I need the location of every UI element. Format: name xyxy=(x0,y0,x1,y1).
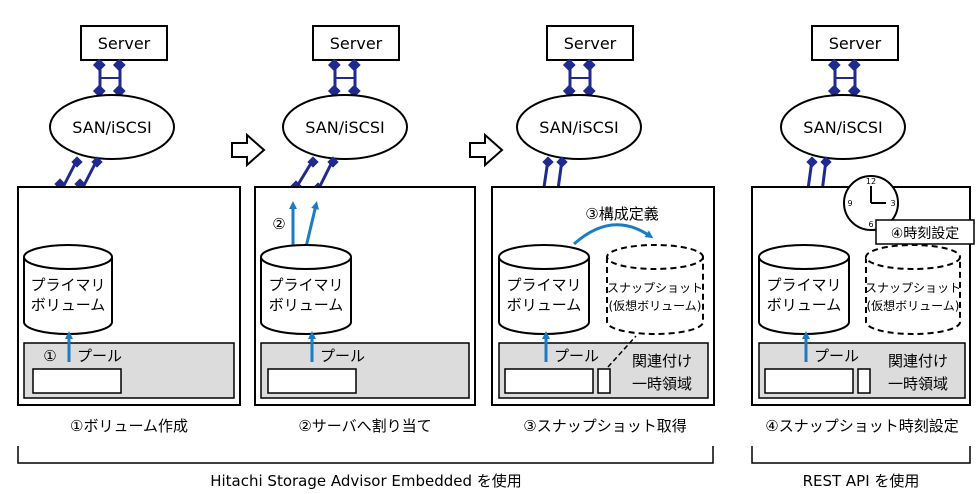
path-step-marker: ② xyxy=(272,215,285,233)
temp-area-label: 一時領域 xyxy=(888,375,948,393)
network-label: SAN/iSCSI xyxy=(803,118,882,137)
primary-volume xyxy=(498,244,590,335)
pool-step-marker: ① xyxy=(43,347,56,365)
panel-snapshot-acquisition: Server SAN/iSCSI プライマリ ボリ xyxy=(491,25,715,435)
assignment-arrow xyxy=(304,201,319,248)
step-caption: ②サーバへ割り当て xyxy=(298,417,431,435)
pool-label: プール xyxy=(554,347,599,365)
snapshot-volume-label-2: (仮想ボリューム) xyxy=(866,298,959,313)
pool-volume-slot xyxy=(764,368,854,394)
snapshot-volume-label-1: スナップショット xyxy=(607,281,703,295)
network-label: SAN/iSCSI xyxy=(305,118,384,137)
server-label: Server xyxy=(330,34,383,53)
pool-label: プール xyxy=(814,347,859,365)
server-label: Server xyxy=(98,34,151,53)
embedded-group-label: Hitachi Storage Advisor Embedded を使用 xyxy=(210,472,522,490)
embedded-bracket xyxy=(17,446,714,464)
pool-label: プール xyxy=(320,347,365,365)
pool-volume-slot xyxy=(32,368,122,394)
primary-volume xyxy=(260,244,352,335)
server-box xyxy=(80,25,168,61)
panel-volume-creation: Server SAN/iSCSI プライマリ ボリューム xyxy=(17,25,241,435)
primary-volume-label-2: ボリューム xyxy=(31,296,106,314)
primary-volume-label-2: ボリューム xyxy=(507,296,582,314)
config-definition-label: ③構成定義 xyxy=(585,205,658,223)
related-label: 関連付け xyxy=(632,352,692,370)
clock-numeral: 12 xyxy=(866,177,876,186)
panel-snapshot-time-setting: Server SAN/iSCSI 12 xyxy=(751,25,975,435)
clock-icon: 12 3 6 9 xyxy=(843,175,899,231)
primary-volume xyxy=(23,244,113,335)
next-arrow-icon xyxy=(469,132,504,168)
time-setting-box xyxy=(875,219,975,245)
primary-volume-label-2: ボリューム xyxy=(767,296,842,314)
rest-api-group-label: REST API を使用 xyxy=(803,472,920,490)
primary-volume-label-2: ボリューム xyxy=(269,296,344,314)
clock-numeral: 9 xyxy=(847,199,852,208)
step-caption: ④スナップショット時刻設定 xyxy=(765,417,958,435)
server-box xyxy=(546,25,634,61)
related-label: 関連付け xyxy=(888,352,948,370)
server-label: Server xyxy=(564,34,617,53)
network-cloud xyxy=(282,94,408,160)
network-cloud xyxy=(49,94,175,160)
time-setting-label: ④時刻設定 xyxy=(891,226,960,242)
step-caption: ①ボリューム作成 xyxy=(70,417,188,435)
config-definition-arrow xyxy=(573,223,654,246)
next-arrow-icon xyxy=(231,132,266,168)
clock-numeral: 3 xyxy=(890,199,895,208)
server-label: Server xyxy=(829,34,882,53)
step-caption: ③スナップショット取得 xyxy=(523,417,686,435)
primary-volume-label-1: プライマリ xyxy=(30,276,105,294)
temp-area-slot xyxy=(597,368,611,394)
primary-volume-label-1: プライマリ xyxy=(506,276,581,294)
clock-numeral: 6 xyxy=(868,220,873,229)
snapshot-link-line xyxy=(607,335,637,368)
network-label: SAN/iSCSI xyxy=(539,118,618,137)
pool-volume-slot xyxy=(267,368,357,394)
network-cloud xyxy=(516,94,642,160)
snapshot-volume-label-1: スナップショット xyxy=(865,281,961,295)
temp-area-label: 一時領域 xyxy=(632,375,692,393)
snapshot-volume xyxy=(865,244,961,335)
primary-volume-label-1: プライマリ xyxy=(268,276,343,294)
rest-api-bracket xyxy=(751,446,971,464)
network-cloud xyxy=(780,94,906,160)
pool-label: プール xyxy=(77,347,122,365)
primary-volume-label-1: プライマリ xyxy=(766,276,841,294)
snapshot-volume-label-2: (仮想ボリューム) xyxy=(608,298,701,313)
panel-server-assignment: Server SAN/iSCSI ② xyxy=(254,25,476,435)
primary-volume xyxy=(758,244,850,335)
network-label: SAN/iSCSI xyxy=(72,118,151,137)
snapshot-volume xyxy=(606,244,704,335)
server-box xyxy=(811,25,899,61)
temp-area-slot xyxy=(857,368,871,394)
pool-volume-slot xyxy=(504,368,594,394)
